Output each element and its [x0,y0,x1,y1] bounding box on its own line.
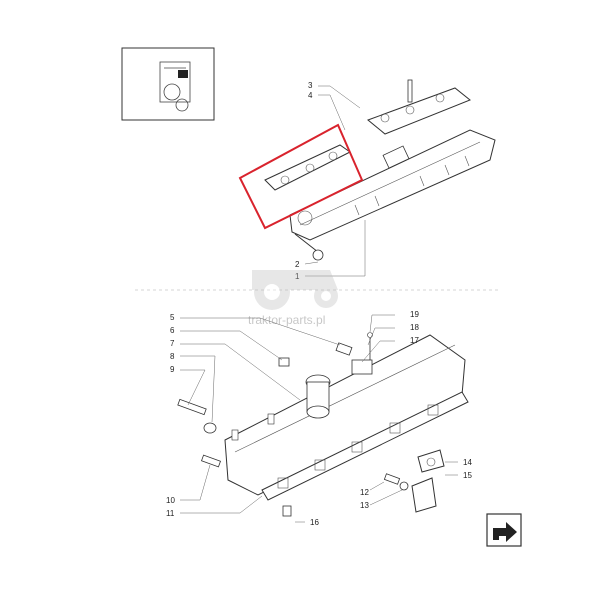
exhaust-gasket-highlighted [238,123,364,230]
callout-8: 8 [170,352,175,361]
bolt-part-2 [294,233,324,261]
exhaust-manifold [289,129,496,241]
callout-15: 15 [463,471,472,480]
callout-1: 1 [295,272,300,281]
intake-gasket [261,391,469,501]
watermark-tractor-icon [252,270,338,310]
callout-7: 7 [170,339,175,348]
sensor-part-5 [335,342,353,356]
callout-5: 5 [170,313,175,322]
callout-19: 19 [410,310,419,319]
callout-3: 3 [308,81,313,90]
next-page-arrow-icon[interactable] [486,513,522,547]
engine-thumbnail-icon[interactable] [121,47,215,121]
callout-18: 18 [410,323,419,332]
intake-manifold [224,334,466,496]
bolt-part-12 [383,473,401,485]
highlight-box [238,123,364,230]
callout-9: 9 [170,365,175,374]
o-ring-part-8 [203,422,217,434]
plug-part-6 [278,357,290,367]
callout-6: 6 [170,326,175,335]
callout-14: 14 [463,458,472,467]
callout-12: 12 [360,488,369,497]
callout-10: 10 [166,496,175,505]
stud [407,79,413,103]
sensor-bracket-17 [351,332,373,375]
bolt-part-9 [177,398,207,416]
clamp-part-14 [417,449,445,473]
callout-2: 2 [295,260,300,269]
callout-17: 17 [410,336,419,345]
callout-4: 4 [308,91,313,100]
washer-part-13 [399,481,409,491]
callout-13: 13 [360,501,369,510]
exhaust-gasket-rear [367,87,471,135]
plug-part-16 [282,505,292,517]
bolt-part-10 [201,454,221,468]
callout-11: 11 [166,509,175,518]
watermark-text: traktor-parts.pl [248,313,325,327]
callout-16: 16 [310,518,319,527]
bracket-part-15 [411,477,437,513]
